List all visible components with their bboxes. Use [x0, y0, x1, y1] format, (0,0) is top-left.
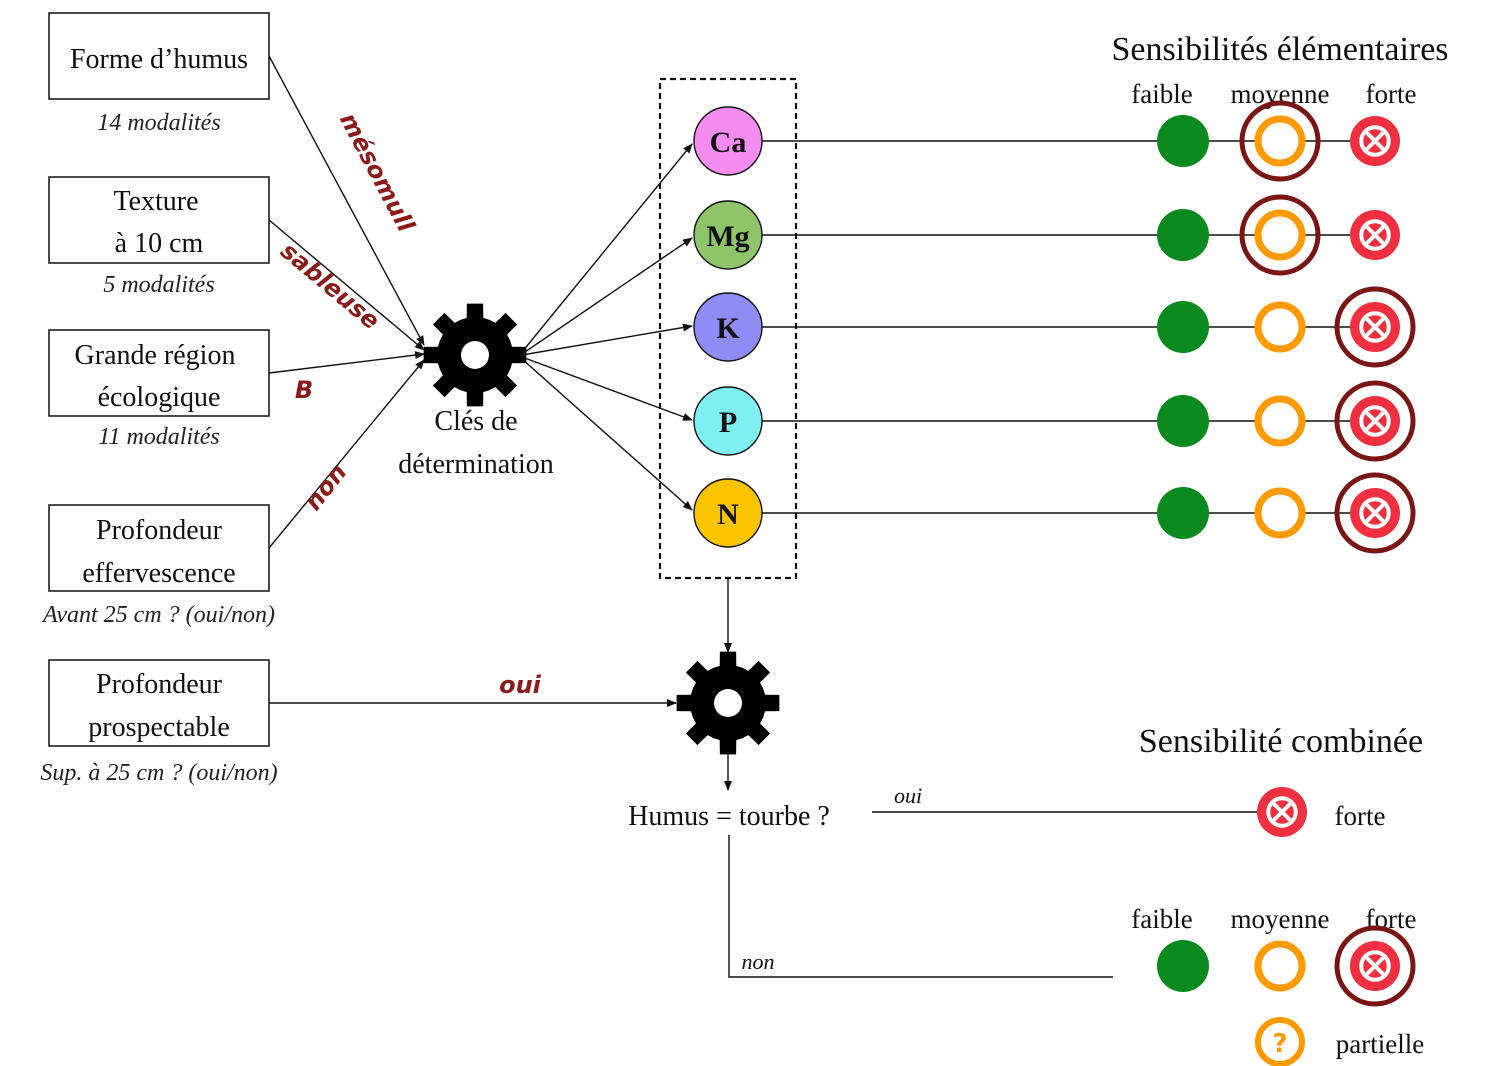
nutrient-label: Mg: [706, 220, 749, 253]
input-texture-label-2: à 10 cm: [115, 228, 204, 259]
edge-p: [521, 356, 693, 421]
elementary-col-forte: forte: [1366, 79, 1417, 109]
nutrient-node-p: P: [693, 386, 763, 456]
cross-circle-icon: [1257, 787, 1307, 837]
elementary-rows: [1157, 100, 1416, 554]
combined-col-faible: faible: [1131, 904, 1192, 934]
input-texture-label-1: Texture: [113, 186, 198, 217]
moyenne-ring: [1254, 209, 1306, 261]
input-humus-note: 14 modalités: [97, 110, 220, 136]
nutrient-node-mg: Mg: [693, 200, 763, 270]
cross-circle-icon: [1350, 396, 1400, 446]
elementary-col-faible: faible: [1131, 79, 1192, 109]
moyenne-ring: [1254, 487, 1306, 539]
moyenne-ring: [1254, 115, 1306, 167]
elementary-row: [1157, 194, 1400, 276]
cross-circle-icon: [1350, 941, 1400, 991]
moyenne-ring: [1254, 940, 1306, 992]
combined-col-moyenne: moyenne: [1231, 904, 1330, 934]
input-prospectable: Profondeur prospectable Sup. à 25 cm ? (…: [40, 659, 278, 786]
gear-icon: [423, 303, 527, 407]
edge-humus: [268, 55, 425, 346]
input-prospectable-label-2: prospectable: [88, 712, 230, 743]
edge-label-region: B: [295, 376, 313, 404]
input-effervescence-label-2: effervescence: [82, 558, 235, 589]
input-prospectable-label-1: Profondeur: [96, 669, 223, 700]
combined-row: [1157, 925, 1416, 1007]
nutrient-label: N: [717, 498, 739, 531]
input-effervescence: Profondeur effervescence Avant 25 cm ? (…: [41, 504, 275, 628]
question-no-label: non: [742, 949, 775, 974]
input-effervescence-label-1: Profondeur: [96, 515, 223, 546]
edge-k: [521, 323, 693, 356]
faible-dot: [1157, 487, 1209, 539]
input-humus-label: Forme d’humus: [70, 44, 248, 75]
gear-label-2: détermination: [398, 449, 554, 480]
combined-yes-result: forte: [1335, 801, 1386, 831]
gear-label-1: Clés de: [434, 406, 517, 437]
question-circle-icon: ?: [1255, 1017, 1305, 1066]
selected-highlight: [1334, 380, 1416, 462]
faible-dot: [1157, 940, 1209, 992]
elementary-row: [1157, 380, 1416, 462]
cross-circle-icon: [1350, 116, 1400, 166]
cross-circle-icon: [1350, 302, 1400, 352]
input-region: Grande région écologique 11 modalités: [48, 329, 270, 450]
selected-highlight: [1334, 925, 1416, 1007]
moyenne-ring: [1254, 301, 1306, 353]
combined-title: Sensibilité combinée: [1139, 723, 1423, 760]
combined-partial-label: partielle: [1336, 1029, 1424, 1059]
nutrient-edges: [521, 143, 693, 511]
nutrient-label: P: [719, 406, 737, 439]
elementary-title: Sensibilités élémentaires: [1111, 31, 1448, 68]
edge-label-texture: sableuse: [275, 237, 385, 335]
input-humus: Forme d’humus 14 modalités: [48, 12, 270, 136]
faible-dot: [1157, 395, 1209, 447]
question-yes-label: oui: [894, 783, 922, 808]
question-text: Humus = tourbe ?: [628, 801, 830, 832]
input-texture: Texture à 10 cm 5 modalités: [48, 176, 270, 298]
selected-highlight: [1239, 100, 1321, 182]
input-texture-note: 5 modalités: [103, 272, 214, 298]
input-region-note: 11 modalités: [98, 424, 220, 450]
nutrient-node-n: N: [693, 478, 763, 548]
cross-circle-icon: [1257, 787, 1307, 837]
input-effervescence-note: Avant 25 cm ? (oui/non): [41, 602, 275, 628]
moyenne-ring: [1254, 395, 1306, 447]
faible-dot: [1157, 115, 1209, 167]
nutrient-node-k: K: [693, 292, 763, 362]
elementary-row: [1157, 286, 1416, 368]
edge-region: [268, 351, 425, 374]
selected-highlight: [1334, 286, 1416, 368]
selected-highlight: [1239, 194, 1321, 276]
gear-icon: [676, 651, 780, 755]
edge-n: [521, 358, 693, 511]
faible-dot: [1157, 209, 1209, 261]
edge-mg: [521, 237, 693, 355]
edge-no: [728, 835, 1113, 978]
edge-ca: [521, 143, 693, 353]
edge-label-effervescence: non: [299, 458, 352, 515]
nutrient-label: Ca: [710, 126, 747, 159]
elementary-row: [1157, 472, 1416, 554]
selected-highlight: [1334, 472, 1416, 554]
faible-dot: [1157, 301, 1209, 353]
input-region-label-2: écologique: [98, 382, 221, 413]
input-prospectable-note: Sup. à 25 cm ? (oui/non): [40, 760, 277, 786]
nutrient-label: K: [716, 312, 740, 345]
cross-circle-icon: [1350, 488, 1400, 538]
nutrient-node-ca: Ca: [693, 106, 763, 176]
input-region-label-1: Grande région: [75, 340, 236, 371]
cross-circle-icon: [1350, 210, 1400, 260]
edge-label-humus: mésomull: [334, 108, 420, 237]
edge-texture: [268, 219, 425, 351]
svg-text:?: ?: [1272, 1029, 1287, 1059]
edge-effervescence: [268, 359, 425, 549]
edge-label-prospectable: oui: [499, 671, 542, 699]
elementary-row: [1157, 100, 1400, 182]
input-edges: [268, 55, 677, 707]
